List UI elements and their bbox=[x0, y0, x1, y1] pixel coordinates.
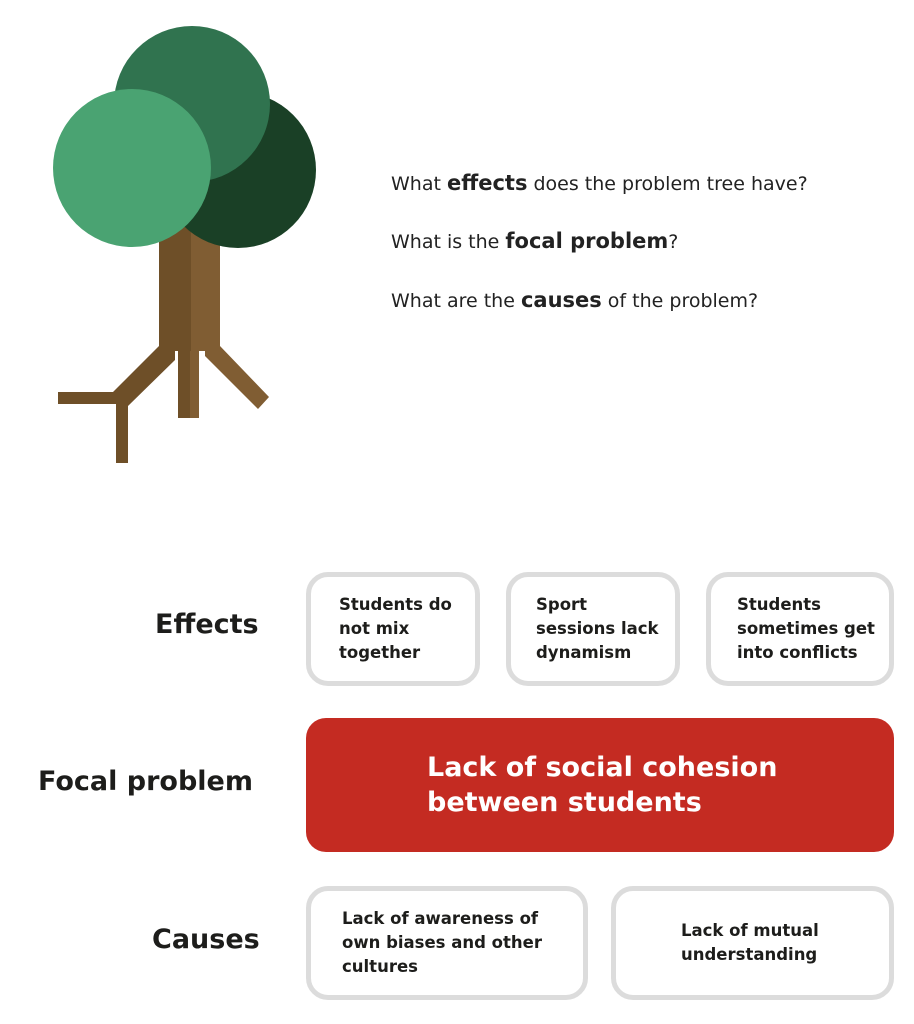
focal-problem-label: Focal problem bbox=[38, 766, 253, 797]
effect-box: Sport sessions lack dynamism bbox=[506, 572, 680, 686]
effect-box: Students do not mix together bbox=[306, 572, 480, 686]
cause-box: Lack of mutual understanding bbox=[611, 886, 894, 1000]
effects-label: Effects bbox=[155, 609, 259, 640]
focal-problem-text: Lack of social cohesion between students bbox=[427, 752, 778, 818]
question-causes: What are the causes of the problem? bbox=[391, 288, 759, 312]
question-effects: What effects does the problem tree have? bbox=[391, 171, 808, 195]
cause-text: Lack of awareness of own biases and othe… bbox=[342, 909, 542, 976]
effect-text: Students do not mix together bbox=[339, 595, 452, 662]
causes-label: Causes bbox=[152, 924, 260, 955]
effect-text: Students sometimes get into conflicts bbox=[737, 595, 875, 662]
tree-illustration bbox=[53, 26, 316, 463]
question-focal-problem: What is the focal problem? bbox=[391, 229, 679, 253]
canopy-light bbox=[53, 89, 211, 247]
tree-roots bbox=[58, 340, 269, 463]
cause-text: Lack of mutual understanding bbox=[681, 921, 819, 964]
focal-problem-box: Lack of social cohesion between students bbox=[306, 718, 894, 852]
effect-text: Sport sessions lack dynamism bbox=[536, 595, 659, 662]
cause-box: Lack of awareness of own biases and othe… bbox=[306, 886, 588, 1000]
effect-box: Students sometimes get into conflicts bbox=[706, 572, 894, 686]
